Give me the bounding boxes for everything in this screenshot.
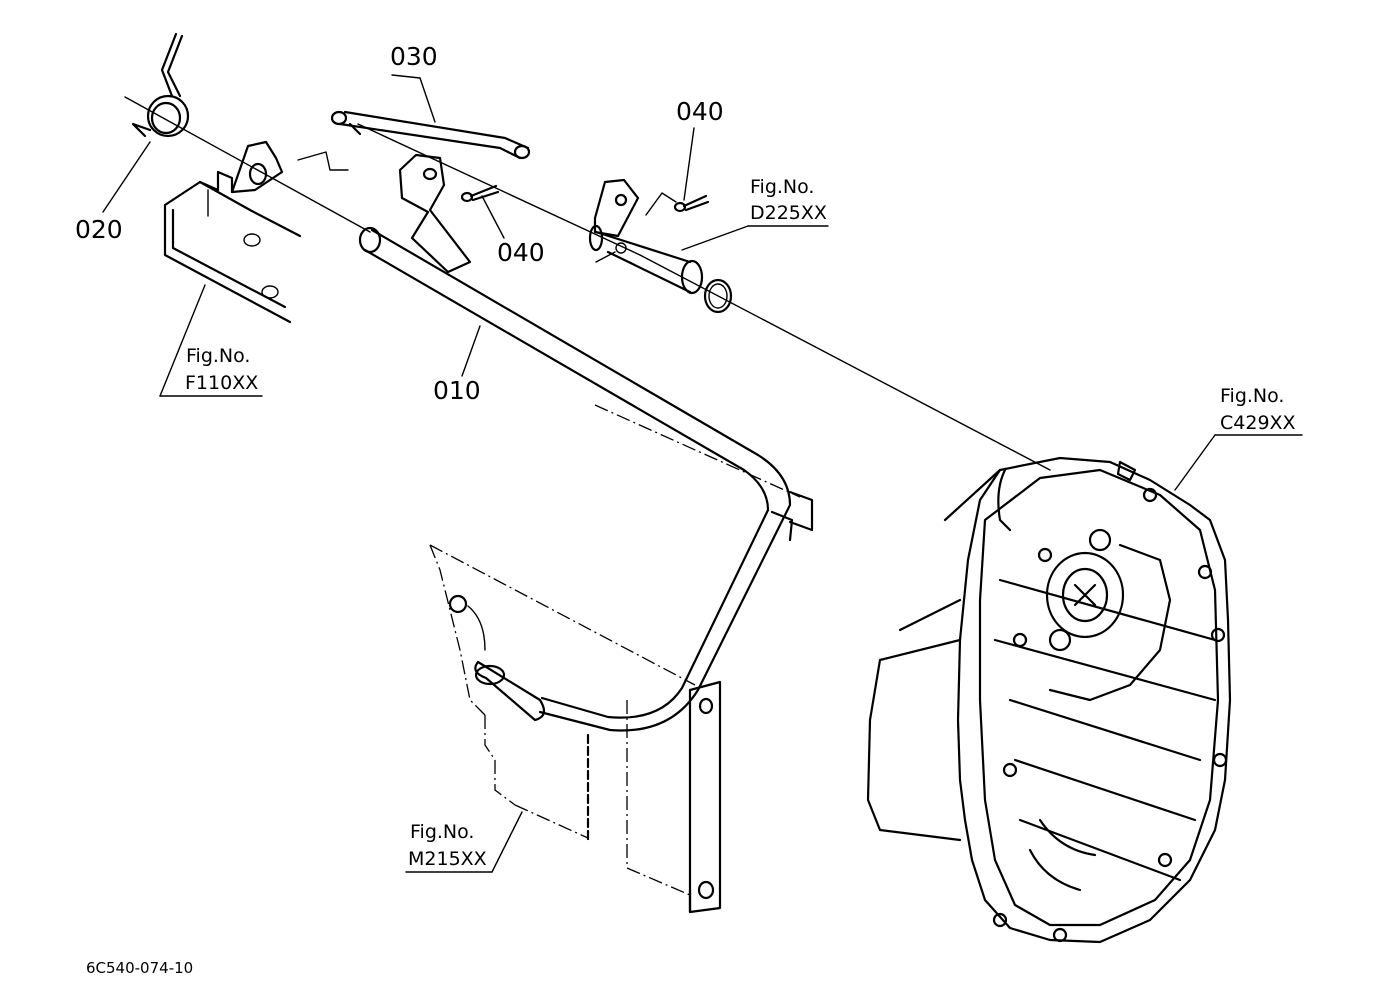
lever-010[interactable] xyxy=(358,153,814,732)
callout-010[interactable]: 010 xyxy=(433,376,481,405)
transmission-housing-left xyxy=(429,544,590,842)
cotter-pin-a[interactable] xyxy=(460,184,500,203)
support-plate xyxy=(626,680,722,914)
document-id: 6C540-074-10 xyxy=(86,959,193,977)
figref-m215-code: M215XX xyxy=(408,848,487,870)
mounting-bracket xyxy=(163,140,349,324)
figref-f110[interactable]: Fig.No. F110XX xyxy=(185,345,258,394)
assembly-centerlines xyxy=(124,96,1051,686)
figref-m215-label: Fig.No. xyxy=(410,821,474,843)
figref-c429-label: Fig.No. xyxy=(1220,385,1284,407)
rod-030[interactable] xyxy=(330,110,531,160)
figref-f110-label: Fig.No. xyxy=(186,345,250,367)
figref-d225-label: Fig.No. xyxy=(750,176,814,198)
callout-030[interactable]: 030 xyxy=(390,42,438,71)
figref-d225-code: D225XX xyxy=(750,202,827,224)
gear-case-casting xyxy=(866,456,1232,944)
leader-lines xyxy=(102,74,1303,873)
callout-040-right[interactable]: 040 xyxy=(676,97,724,126)
figref-m215[interactable]: Fig.No. M215XX xyxy=(408,821,487,870)
clevis-pin[interactable] xyxy=(588,178,704,295)
figref-c429-code: C429XX xyxy=(1220,412,1296,434)
cotter-pin-b[interactable] xyxy=(645,192,710,216)
callout-020[interactable]: 020 xyxy=(75,215,123,244)
torsion-spring[interactable] xyxy=(131,32,190,138)
figref-c429[interactable]: Fig.No. C429XX xyxy=(1220,385,1296,434)
figref-d225[interactable]: Fig.No. D225XX xyxy=(750,176,827,224)
callout-040-left[interactable]: 040 xyxy=(497,238,545,267)
washer[interactable] xyxy=(703,278,733,314)
figref-f110-code: F110XX xyxy=(185,372,258,394)
